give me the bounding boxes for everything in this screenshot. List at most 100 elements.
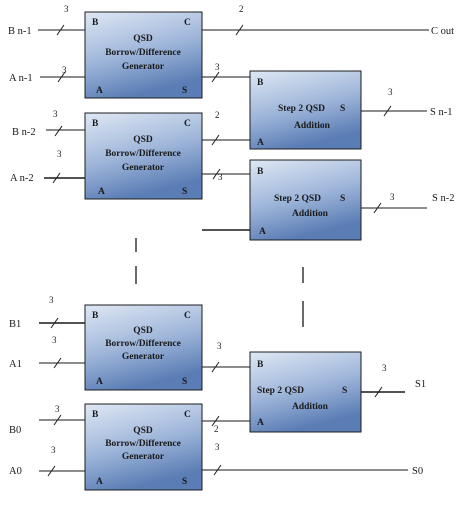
port-b-label: B [257,167,264,177]
input-label-bn1: B n-1 [8,26,32,37]
bus-width-label: 3 [62,65,67,75]
bus-tick [235,24,244,36]
bus-width-label: 3 [215,442,220,452]
bus-width-label: 2 [239,4,244,14]
output-label-sn2: S n-2 [432,193,454,204]
bus-width-label: 3 [390,192,395,202]
block-title-line3: Generator [122,452,165,462]
block-title-line3: Generator [122,62,165,72]
block-title-line1: QSD [133,326,153,336]
bus-tick [213,464,222,476]
port-a-label: A [259,227,266,237]
bus-tick [53,414,62,426]
bus-tick [211,415,220,427]
bus-width-label: 3 [217,341,222,351]
bus-width-label: 3 [215,62,220,72]
generator-block-n1: B C A S QSD Borrow/Difference Generator [84,11,203,99]
port-s-label: S [342,386,347,396]
bus-width-label: 3 [382,363,387,373]
bus-tick [211,361,220,373]
output-label-cout: C out [431,26,454,37]
input-label-an1: A n-1 [9,73,33,84]
input-label-a0: A0 [9,466,22,477]
block-title-line2: Addition [292,402,329,412]
output-label-s1: S1 [415,379,426,390]
bus-width-label: 3 [53,109,58,119]
input-label-b0: B0 [9,425,21,436]
port-c-label: C [184,18,191,28]
port-a-label: A [96,86,103,96]
port-a-label: A [96,477,103,487]
bus-tick [50,317,59,329]
output-label-s0: S0 [412,466,423,477]
port-b-label: B [257,360,264,370]
block-title-line2: Borrow/Difference [105,149,181,159]
block-title-line2: Addition [292,209,329,219]
block-title-line2: Addition [294,121,331,131]
generator-block-1: B C A S QSD Borrow/Difference Generator [84,304,203,391]
addition-block-1: B A S Step 2 QSD Addition [249,351,362,433]
bus-width-label: 3 [52,335,57,345]
addition-block-n1: B A S Step 2 QSD Addition [249,70,362,150]
bus-tick [56,24,65,36]
output-label-sn1: S n-1 [430,107,452,118]
wires [38,24,429,477]
generator-block-n2: B C A S QSD Borrow/Difference Generator [84,112,203,200]
block-title-line1: QSD [133,34,153,44]
port-a-label: A [96,377,103,387]
port-s-label: S [340,194,345,204]
bus-tick [373,202,382,214]
block-title-line2: Borrow/Difference [105,48,181,58]
bus-tick [53,357,62,369]
bus-width-label: 2 [215,110,220,120]
port-a-label: A [257,418,264,428]
block-title-line2: Borrow/Difference [105,439,181,449]
port-b-label: B [92,119,99,129]
bus-width-labels: 3 3 2 3 3 3 3 2 3 3 3 3 3 3 3 3 2 3 [49,4,395,455]
bus-tick [212,168,221,180]
generator-block-0: B C A S QSD Borrow/Difference Generator [84,403,203,491]
block-title-line1: Step 2 QSD [257,386,304,396]
bus-width-label: 3 [388,87,393,97]
block-title-line1: QSD [133,135,153,145]
block-title-line2: Borrow/Difference [105,339,181,349]
port-b-label: B [92,311,99,321]
input-label-bn2: B n-2 [12,127,36,138]
block-title-line1: QSD [133,426,153,436]
bus-tick [52,172,61,184]
bus-width-label: 3 [51,445,56,455]
bus-tick [54,125,63,137]
bus-tick [57,71,66,83]
bus-width-label: 3 [218,172,223,182]
port-s-label: S [182,377,187,387]
bus-width-label: 3 [49,295,54,305]
port-b-label: B [92,410,99,420]
bus-width-label: 2 [214,424,219,434]
block-title-line1: Step 2 QSD [274,194,321,204]
bus-width-label: 3 [57,149,62,159]
block-title-line3: Generator [122,352,165,362]
input-label-a1: A1 [9,359,22,370]
port-s-label: S [182,187,187,197]
bus-tick [47,465,56,477]
port-s-label: S [182,477,187,487]
port-c-label: C [184,311,191,321]
addition-block-n2: B A S Step 2 QSD Addition [249,159,362,241]
bus-tick [383,105,392,117]
input-label-an2: A n-2 [10,173,34,184]
port-s-label: S [340,104,345,114]
port-c-label: C [184,410,191,420]
bus-width-label: 3 [55,404,60,414]
bus-tick [374,386,383,398]
signal-labels: B n-1 A n-1 B n-2 A n-2 B1 A1 B0 A0 C ou… [8,26,454,477]
port-a-label: A [98,187,105,197]
input-label-b1: B1 [9,319,21,330]
port-b-label: B [92,18,99,28]
bus-width-label: 3 [64,4,69,14]
block-title-line1: Step 2 QSD [278,104,325,114]
block-title-line3: Generator [122,163,165,173]
port-b-label: B [257,78,264,88]
port-a-label: A [257,138,264,148]
